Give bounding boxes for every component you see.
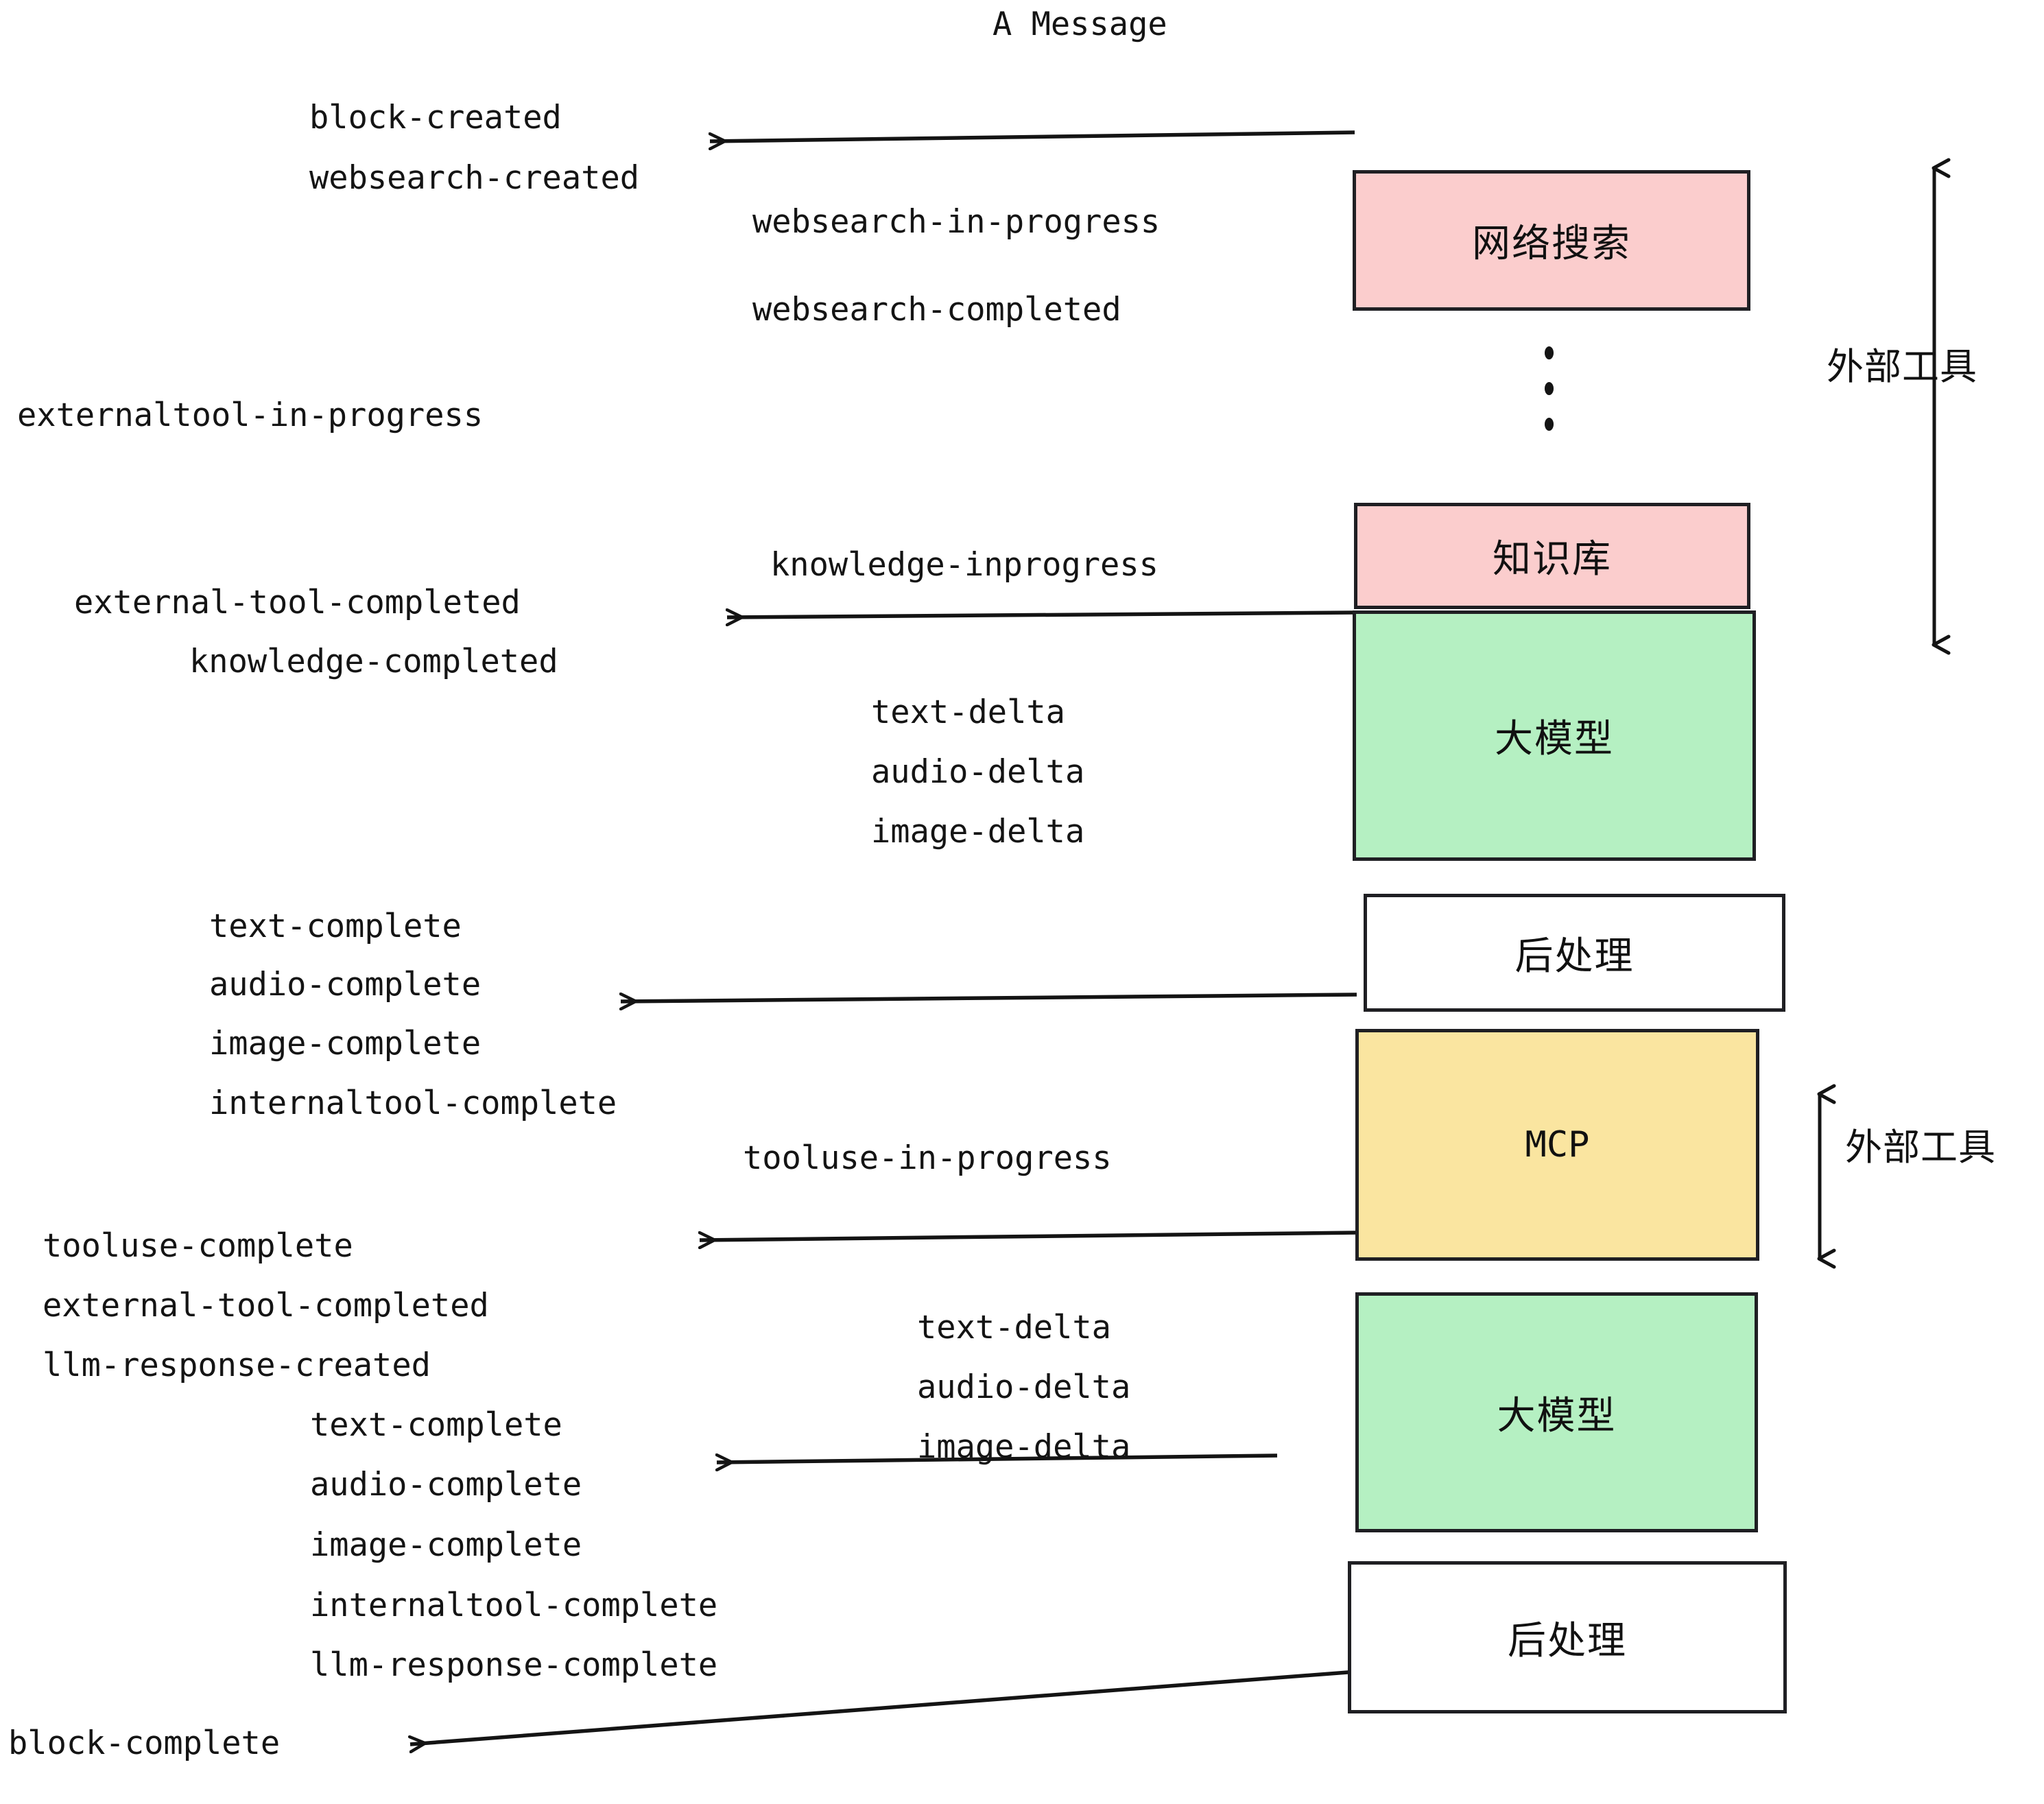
event-external-tool-completed-1: external-tool-completed — [74, 584, 521, 621]
node-mcp-label: MCP — [1525, 1124, 1590, 1165]
event-tooluse-in-progress: tooluse-in-progress — [743, 1139, 1112, 1177]
vertical-ellipsis — [1545, 346, 1554, 431]
node-postprocess-2-label: 后处理 — [1508, 1618, 1627, 1663]
event-audio-delta-1: audio-delta — [871, 753, 1085, 791]
event-image-delta-2: image-delta — [917, 1428, 1131, 1466]
event-image-complete-2: image-complete — [310, 1526, 582, 1564]
arrow-websearch-to-created — [710, 130, 1355, 141]
node-llm-2-label: 大模型 — [1497, 1393, 1617, 1438]
event-image-delta-1: image-delta — [871, 813, 1085, 851]
event-text-complete-2: text-complete — [310, 1406, 562, 1444]
node-websearch-label: 网络搜索 — [1472, 222, 1631, 266]
event-text-delta-1: text-delta — [871, 693, 1065, 731]
event-knowledge-inprogress: knowledge-inprogress — [770, 546, 1158, 584]
event-internaltool-complete-1: internaltool-complete — [209, 1084, 617, 1122]
side-label-external-tools-top: 外部工具 — [1827, 345, 1977, 388]
event-audio-complete-1: audio-complete — [209, 966, 482, 1004]
event-external-tool-completed-2: external-tool-completed — [43, 1287, 489, 1325]
node-llm-2[interactable]: 大模型 — [1355, 1292, 1758, 1532]
event-block-complete: block-complete — [8, 1724, 281, 1762]
event-llm-response-complete: llm-response-complete — [310, 1646, 718, 1684]
node-knowledgebase[interactable]: 知识库 — [1354, 503, 1750, 609]
event-audio-complete-2: audio-complete — [310, 1466, 582, 1504]
event-llm-response-created: llm-response-created — [43, 1346, 431, 1384]
node-knowledgebase-label: 知识库 — [1493, 537, 1612, 582]
event-text-complete-1: text-complete — [209, 907, 462, 945]
event-internaltool-complete-2: internaltool-complete — [310, 1587, 718, 1624]
diagram-title: A Message — [993, 5, 1167, 43]
node-postprocess-1-label: 后处理 — [1514, 934, 1635, 979]
event-tooluse-complete: tooluse-complete — [43, 1227, 353, 1265]
event-image-complete-1: image-complete — [209, 1025, 482, 1063]
side-label-external-tools-bottom: 外部工具 — [1845, 1126, 1996, 1169]
event-knowledge-completed: knowledge-completed — [189, 643, 558, 680]
node-postprocess-1[interactable]: 后处理 — [1364, 894, 1785, 1012]
event-audio-delta-2: audio-delta — [917, 1368, 1131, 1406]
node-websearch[interactable]: 网络搜索 — [1353, 170, 1750, 311]
node-llm-1[interactable]: 大模型 — [1353, 610, 1756, 861]
event-block-created: block-created — [309, 99, 562, 137]
node-mcp[interactable]: MCP — [1355, 1029, 1759, 1261]
event-externaltool-in-progress: externaltool-in-progress — [17, 396, 484, 434]
arrow-knowledge-to-completed — [727, 613, 1353, 617]
event-websearch-completed: websearch-completed — [752, 291, 1121, 329]
event-text-delta-2: text-delta — [917, 1309, 1111, 1346]
node-llm-1-label: 大模型 — [1495, 717, 1614, 761]
event-websearch-in-progress: websearch-in-progress — [752, 203, 1161, 241]
event-websearch-created: websearch-created — [309, 159, 640, 197]
arrow-mcp-to-tooluse-complete — [700, 1231, 1357, 1240]
node-postprocess-2[interactable]: 后处理 — [1348, 1561, 1787, 1713]
arrow-llm1-to-image-complete — [621, 995, 1357, 1001]
